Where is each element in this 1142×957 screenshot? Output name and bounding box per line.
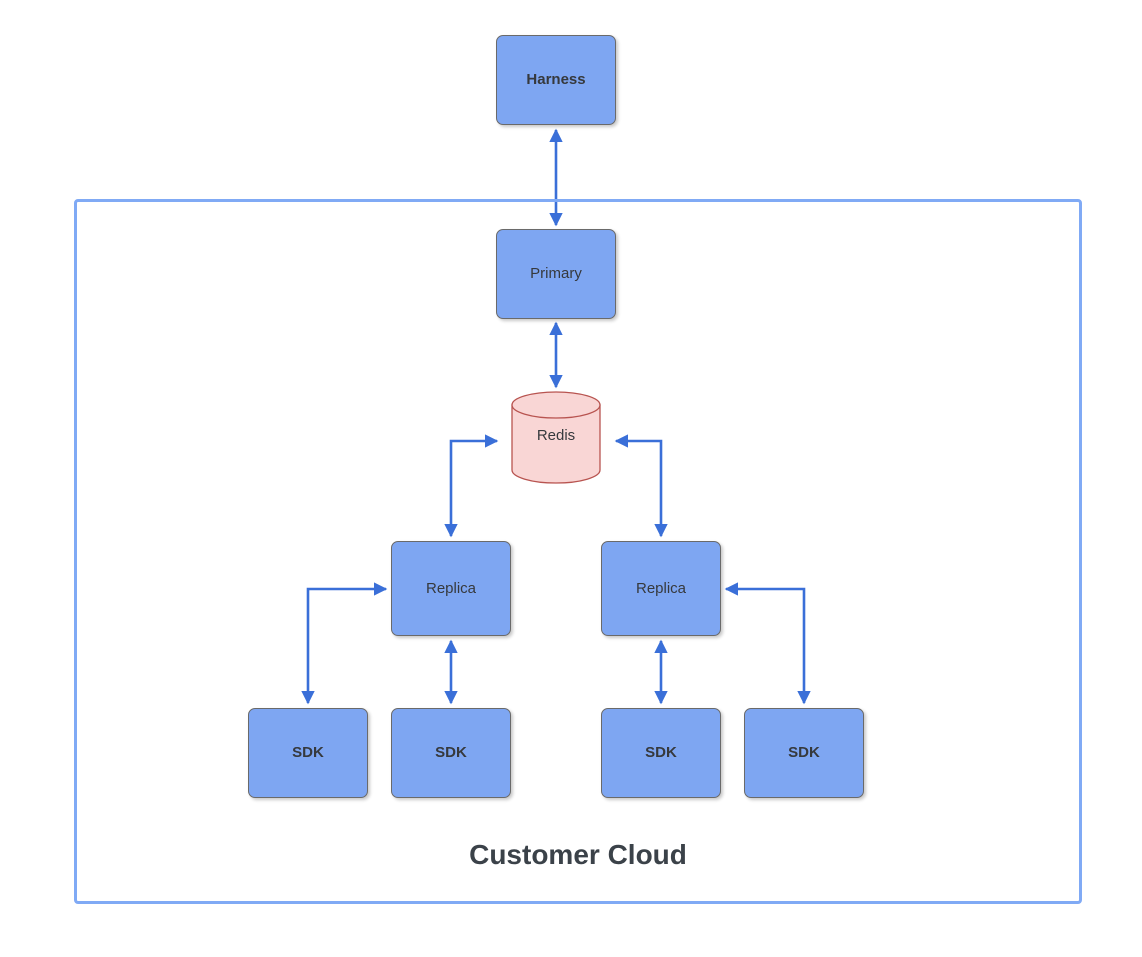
node-sdk-3[interactable]: SDK xyxy=(601,708,721,798)
node-replica-left-label: Replica xyxy=(425,579,477,597)
node-replica-right[interactable]: Replica xyxy=(601,541,721,636)
node-redis-label: Redis xyxy=(536,427,576,444)
node-sdk-2[interactable]: SDK xyxy=(391,708,511,798)
node-sdk-1-label: SDK xyxy=(292,744,324,761)
node-sdk-4[interactable]: SDK xyxy=(744,708,864,798)
node-sdk-2-label: SDK xyxy=(435,744,467,761)
node-sdk-1[interactable]: SDK xyxy=(248,708,368,798)
node-sdk-3-label: SDK xyxy=(645,744,677,761)
node-redis-datastore[interactable]: Redis xyxy=(511,391,601,484)
node-sdk-4-label: SDK xyxy=(788,744,820,761)
node-primary[interactable]: Primary xyxy=(496,229,616,319)
node-harness[interactable]: Harness xyxy=(496,35,616,125)
customer-cloud-container xyxy=(74,199,1082,904)
customer-cloud-label: Customer Cloud xyxy=(469,839,687,870)
node-harness-label: Harness xyxy=(526,71,586,88)
cylinder-icon xyxy=(511,391,601,484)
node-replica-left[interactable]: Replica xyxy=(391,541,511,636)
node-primary-label: Primary xyxy=(530,265,582,282)
node-replica-right-label: Replica xyxy=(635,579,687,597)
